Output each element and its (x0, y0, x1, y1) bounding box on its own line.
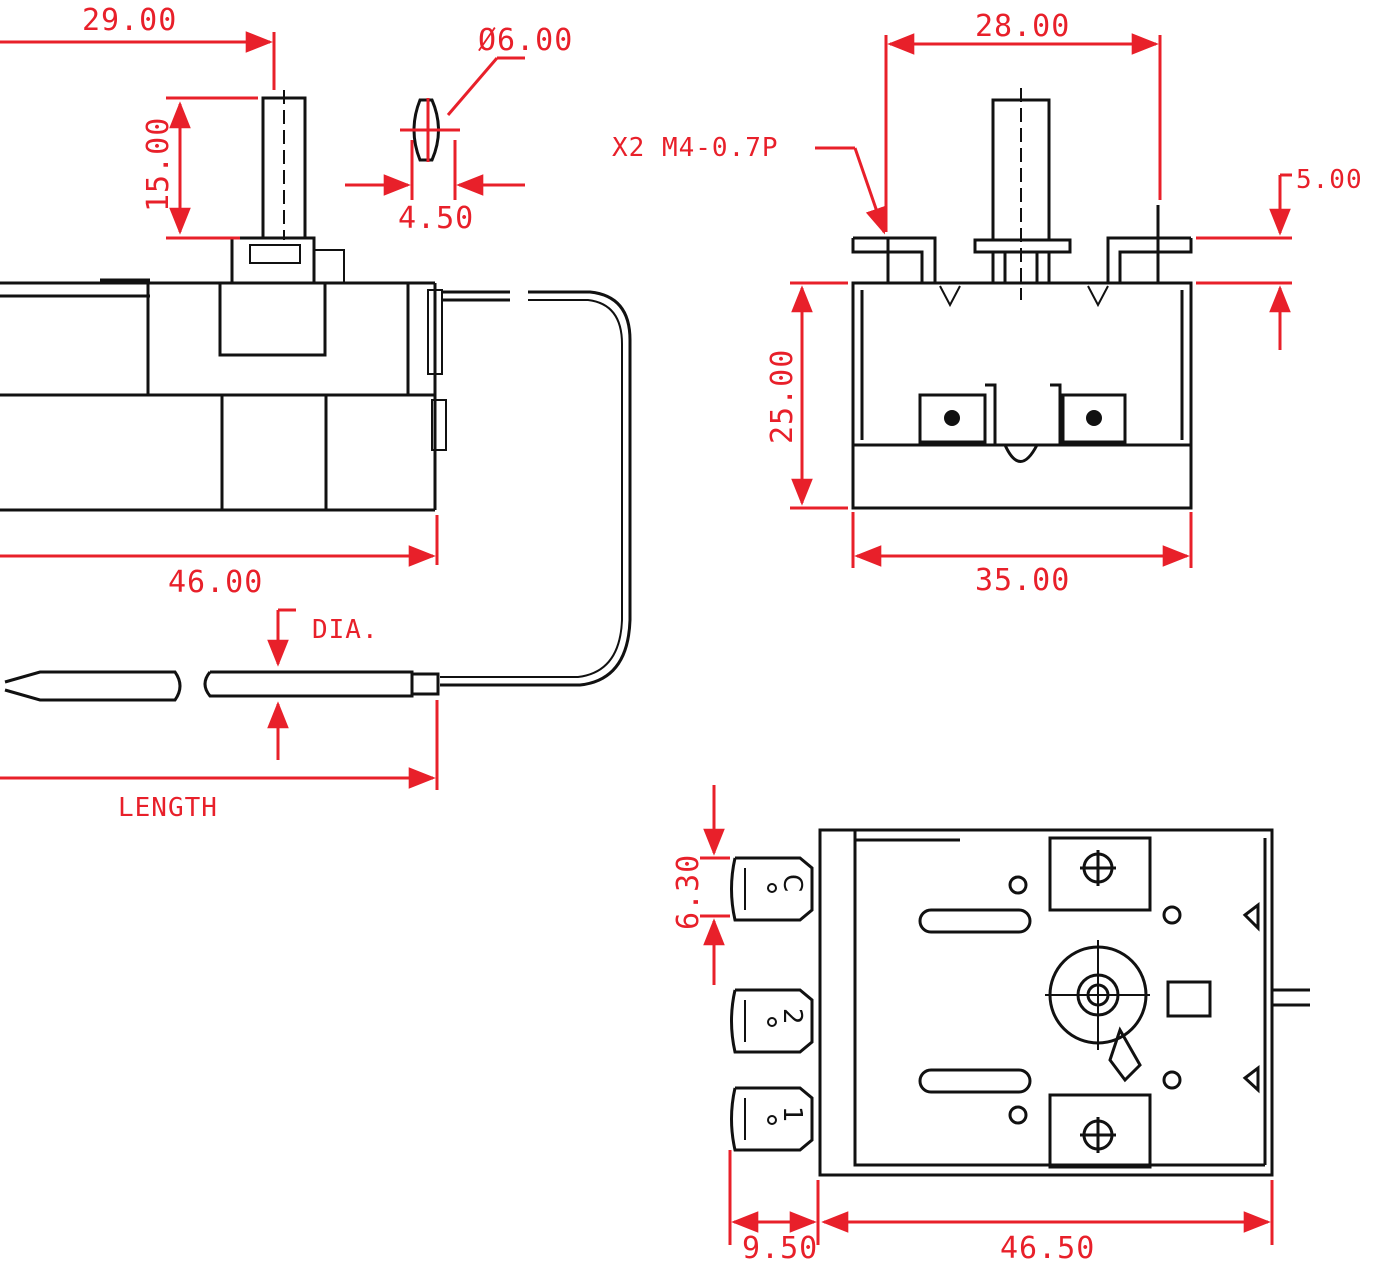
dim-28-label: 28.00 (975, 9, 1070, 44)
thread-note-label: X2 M4-0.7P (612, 133, 779, 163)
dim-dia6-label: Ø6.00 (478, 23, 573, 58)
dimension-15: 15.00 (141, 96, 258, 240)
length-label: LENGTH (118, 793, 218, 823)
terminal-1: 1 (730, 1086, 814, 1152)
dimension-dia: DIA. (267, 608, 379, 760)
dimension-5: 5.00 (1196, 165, 1363, 350)
dimension-46: 46.00 (0, 515, 439, 600)
front-view-body (851, 88, 1193, 510)
dim-9-50-label: 9.50 (742, 1231, 818, 1266)
dimension-25: 25.00 (765, 281, 848, 510)
terminal-c-label: C (777, 874, 807, 892)
dimension-length: LENGTH (0, 700, 439, 823)
dimension-46-50: 46.50 (821, 1180, 1274, 1266)
dim-35-label: 35.00 (975, 563, 1070, 598)
bottom-view-body (818, 828, 1310, 1177)
dim-4-50-label: 4.50 (398, 201, 474, 236)
terminal-2-label: 2 (777, 1008, 807, 1025)
dim-6-30-label: 6.30 (671, 854, 706, 930)
dim-25-label: 25.00 (765, 349, 800, 444)
dimension-6-30: 6.30 (671, 785, 730, 985)
dimension-28: 28.00 (884, 9, 1162, 232)
capillary-tube (4, 290, 632, 702)
dim-46-50-label: 46.50 (1000, 1231, 1095, 1266)
dimension-9-50: 9.50 (728, 1150, 820, 1266)
shaft-section: Ø6.00 4.50 (345, 23, 573, 236)
front-view: 28.00 X2 M4-0.7P 5.00 25.00 35.00 (612, 9, 1363, 598)
side-view-body (0, 90, 510, 512)
dim-29-label: 29.00 (82, 3, 177, 38)
dimension-35: 35.00 (851, 512, 1193, 598)
dimension-29: 29.00 (0, 3, 276, 90)
side-view: 29.00 15.00 Ø6.00 4.50 46.00 (0, 3, 632, 823)
terminal-c: C (730, 856, 814, 922)
dia-label: DIA. (312, 615, 379, 645)
dim-46-label: 46.00 (168, 565, 263, 600)
dim-15-label: 15.00 (141, 117, 176, 212)
dim-5-label: 5.00 (1296, 165, 1363, 195)
bottom-view: C 2 1 6.30 9.50 (671, 785, 1310, 1266)
terminal-2: 2 (730, 988, 814, 1054)
thread-note: X2 M4-0.7P (612, 133, 887, 235)
terminal-1-label: 1 (777, 1106, 807, 1123)
